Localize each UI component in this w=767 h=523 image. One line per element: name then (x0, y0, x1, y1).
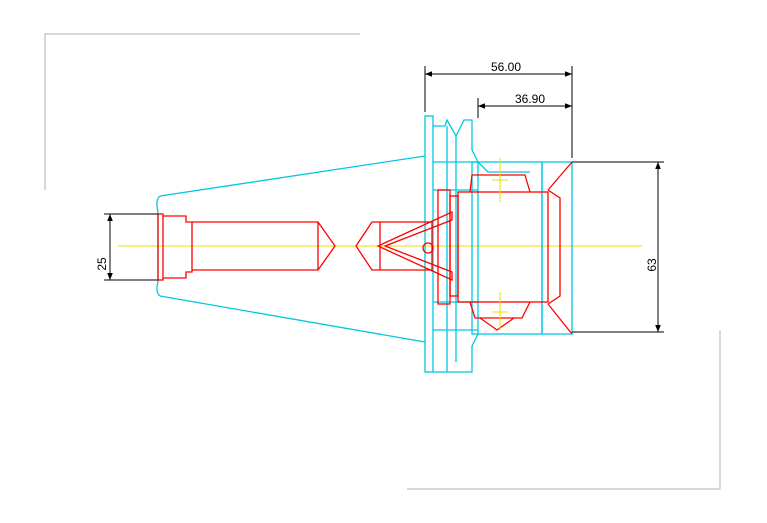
dim-overall-length-label: 56.00 (491, 60, 521, 74)
dim-inner-length: 36.90 (477, 92, 572, 118)
collet-body (457, 161, 573, 335)
tool-holder-body (156, 115, 573, 373)
dim-flange-diameter-label: 63 (645, 258, 659, 272)
drawbar-assembly (355, 189, 459, 305)
dim-shank-diameter: 25 (95, 213, 158, 281)
dim-overall-length: 56.00 (424, 60, 573, 158)
retention-knob (157, 213, 336, 281)
dim-inner-length-label: 36.90 (515, 92, 545, 106)
center-marks (492, 158, 508, 330)
sheet-frame (44, 33, 721, 490)
dim-shank-diameter-label: 25 (95, 257, 109, 271)
dim-flange-diameter: 63 (572, 161, 664, 333)
